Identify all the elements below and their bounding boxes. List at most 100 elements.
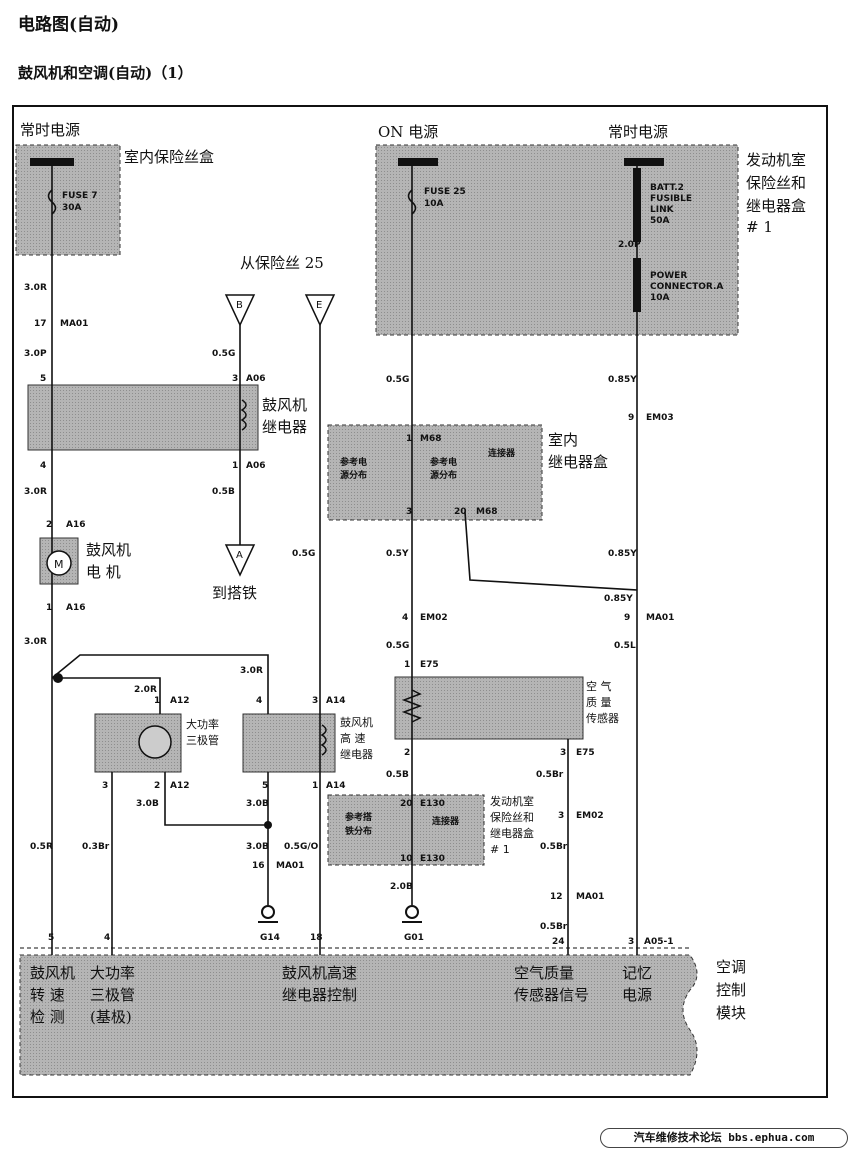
- pin-5-relay: 5: [40, 374, 46, 384]
- conn-e75-b: E75: [576, 748, 595, 758]
- ac-module-label-1: 空调: [716, 958, 746, 976]
- wire-2p: 2.0P: [618, 240, 641, 250]
- pin-5-module: 5: [48, 933, 54, 943]
- pin-12-ma01: 12: [550, 892, 563, 902]
- power-right-label: 常时电源: [608, 123, 668, 141]
- wire-05g-b: 0.5G: [292, 549, 315, 559]
- conn-ma01-c: MA01: [576, 892, 604, 902]
- engine-box2-label-3: 继电器盒: [490, 826, 534, 840]
- forum-watermark: 汽车维修技术论坛 bbs.ephua.com: [600, 1128, 848, 1148]
- batt2-label-1: BATT.2: [650, 183, 684, 193]
- ground-symbols: [258, 905, 422, 923]
- ref-circuit-b-2: 源分布: [430, 469, 457, 481]
- engine-box2-label-2: 保险丝和: [490, 810, 534, 824]
- pin-1-e75: 1: [404, 660, 410, 670]
- module-pin-memory-2: 电源: [622, 986, 652, 1004]
- module-pin-blower-1: 鼓风机: [30, 964, 75, 982]
- high-relay-box: [242, 713, 336, 773]
- wire-05br-b: 0.5Br: [540, 842, 568, 852]
- indoor-relay-box: [327, 424, 543, 521]
- engine-box-label-3: 继电器盒: [746, 197, 806, 215]
- wire-05r: 0.5R: [30, 842, 53, 852]
- conn-em02-a: EM02: [420, 613, 448, 623]
- pin-1-relay: 1: [232, 461, 238, 471]
- relay-coil: [240, 399, 247, 431]
- wire-085y-b: 0.85Y: [608, 549, 637, 559]
- engine-fuse-box: [375, 144, 739, 336]
- ac-module-label-3: 模块: [716, 1004, 746, 1022]
- ref-circuit-a-1: 参考电: [340, 456, 367, 468]
- pin-3-em02: 3: [558, 811, 564, 821]
- power-conn-label-2: CONNECTOR.A: [650, 282, 723, 292]
- pin-17: 17: [34, 319, 47, 329]
- engine-box2-label-4: # 1: [490, 843, 510, 856]
- transistor-label-1: 大功率: [186, 717, 219, 731]
- wire-2b: 2.0B: [390, 882, 413, 892]
- ac-module-box: [19, 954, 698, 1076]
- ac-module-label-2: 控制: [716, 981, 746, 999]
- terminal-triangles: [224, 294, 336, 577]
- fuse7-label-2: 30A: [62, 203, 82, 213]
- conn-a16-a: A16: [66, 520, 86, 530]
- blower-relay-box: [27, 384, 259, 451]
- wire-05l: 0.5L: [614, 641, 636, 651]
- terminal-a: A: [236, 550, 243, 561]
- wire-05g-a: 0.5G: [212, 349, 235, 359]
- conn-a12-a: A12: [170, 696, 190, 706]
- module-pin-aq-2: 传感器信号: [514, 986, 589, 1004]
- module-pin-transistor-1: 大功率: [90, 964, 135, 982]
- wire-05b-a: 0.5B: [212, 487, 235, 497]
- terminal-e: E: [316, 300, 322, 311]
- transistor-symbol: [138, 725, 172, 759]
- engine-box-label-4: # 1: [746, 218, 773, 236]
- module-pin-aq-1: 空气质量: [514, 964, 574, 982]
- pin-20-e130: 20: [400, 799, 413, 809]
- module-pin-blower-3: 检 测: [30, 1008, 65, 1026]
- module-pin-transistor-3: (基极): [90, 1008, 132, 1026]
- conn-em02-b: EM02: [576, 811, 604, 821]
- pin-4-module: 4: [104, 933, 110, 943]
- engine-box-label-1: 发动机室: [746, 151, 806, 169]
- motor-letter: M: [54, 558, 64, 571]
- conn-m68-a: M68: [420, 434, 441, 444]
- pin-3-e75: 3: [560, 748, 566, 758]
- conn-e130-b: E130: [420, 854, 445, 864]
- power-left-label: 常时电源: [20, 121, 80, 139]
- ref-ground-2: 铁分布: [345, 825, 372, 837]
- conn-a05: A05-1: [644, 937, 674, 947]
- wire-2r: 2.0R: [134, 685, 157, 695]
- blower-relay-label-1: 鼓风机: [262, 396, 307, 414]
- high-relay-label-3: 继电器: [340, 748, 373, 761]
- fuse25-label-1: FUSE 25: [424, 187, 466, 197]
- wire-085y-a: 0.85Y: [608, 375, 637, 385]
- indoor-relay-box-label-1: 室内: [548, 431, 578, 449]
- pin-3-hr: 3: [312, 696, 318, 706]
- blower-motor-label-2: 电 机: [86, 563, 121, 581]
- bus-bars: [30, 158, 664, 312]
- module-pin-memory-1: 记忆: [622, 964, 652, 982]
- high-relay-coil: [320, 724, 327, 756]
- pin-5-hr: 5: [262, 781, 268, 791]
- pin-3-m68: 3: [406, 507, 412, 517]
- pin-4-em02: 4: [402, 613, 408, 623]
- module-pin-transistor-2: 三极管: [90, 986, 135, 1004]
- from-fuse-label: 从保险丝 25: [240, 254, 324, 272]
- aq-sensor-label-3: 传感器: [586, 712, 619, 725]
- wire-3b-a: 3.0B: [136, 799, 159, 809]
- ref-ground-1: 参考搭: [345, 811, 372, 823]
- ground-g01: G01: [404, 933, 424, 943]
- indoor-relay-box-label-2: 继电器盒: [548, 453, 608, 471]
- fuse-symbols: [47, 189, 417, 215]
- module-pin-highrelay-1: 鼓风机高速: [282, 964, 357, 982]
- wire-3r-c: 3.0R: [24, 637, 47, 647]
- pin-2-tr: 2: [154, 781, 160, 791]
- power-on-label: ON 电源: [378, 123, 438, 141]
- fuse7-label-1: FUSE 7: [62, 191, 97, 201]
- module-pin-blower-2: 转 速: [30, 986, 65, 1004]
- conn-a14-a: A14: [326, 696, 346, 706]
- wire-05y: 0.5Y: [386, 549, 409, 559]
- pin-2-motor: 2: [46, 520, 52, 530]
- batt2-label-2: FUSIBLE: [650, 194, 692, 204]
- pin-3-tr: 3: [102, 781, 108, 791]
- conn-em03: EM03: [646, 413, 674, 423]
